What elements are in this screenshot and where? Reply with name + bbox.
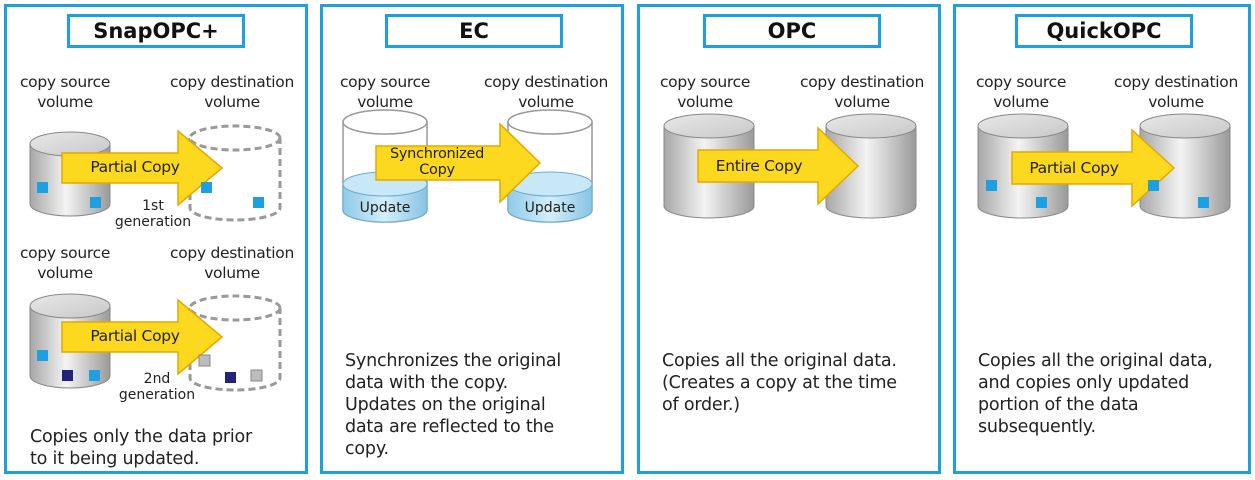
- update-label: Update: [524, 200, 576, 216]
- data-block: [1148, 180, 1159, 191]
- panel-quickopc: [953, 4, 1251, 474]
- panel-opc: [637, 4, 941, 474]
- data-block: [986, 180, 997, 191]
- panel-title-snapopc: SnapOPC+: [67, 14, 245, 48]
- data-block: [1036, 197, 1047, 208]
- ec-arrow: [375, 122, 542, 204]
- panel-snapopc: [4, 4, 308, 474]
- data-block: [253, 197, 264, 208]
- arrow-label: Partial Copy: [90, 327, 180, 345]
- arrow-label: Partial Copy: [90, 158, 180, 176]
- panel-title-quickopc: QuickOPC: [1015, 14, 1193, 48]
- opc-arrow: [697, 126, 860, 206]
- panel-description: Copies all the original data,and copies …: [978, 351, 1213, 437]
- snapopc-arrow-1: [61, 129, 224, 207]
- opc-destination-cylinder: [825, 113, 917, 219]
- data-block: [201, 182, 212, 193]
- data-block: [62, 370, 73, 381]
- data-block: [37, 182, 48, 193]
- data-block: [225, 372, 236, 383]
- data-block: [198, 354, 211, 367]
- data-block: [37, 350, 48, 361]
- panel-title-ec: EC: [385, 14, 563, 48]
- panel-description: Copies all the original data.(Creates a …: [662, 351, 897, 415]
- panel-title-opc: OPC: [703, 14, 881, 48]
- ec-destination-cylinder: [507, 109, 593, 223]
- data-block: [250, 369, 263, 382]
- data-block: [1198, 197, 1209, 208]
- arrow-label: Partial Copy: [1029, 159, 1119, 177]
- panel-ec: [320, 4, 624, 474]
- update-label: Update: [359, 200, 411, 216]
- data-block: [89, 370, 100, 381]
- arrow-label: Entire Copy: [715, 157, 803, 175]
- quickopc-destination-cylinder: [1139, 113, 1231, 219]
- data-block: [90, 197, 101, 208]
